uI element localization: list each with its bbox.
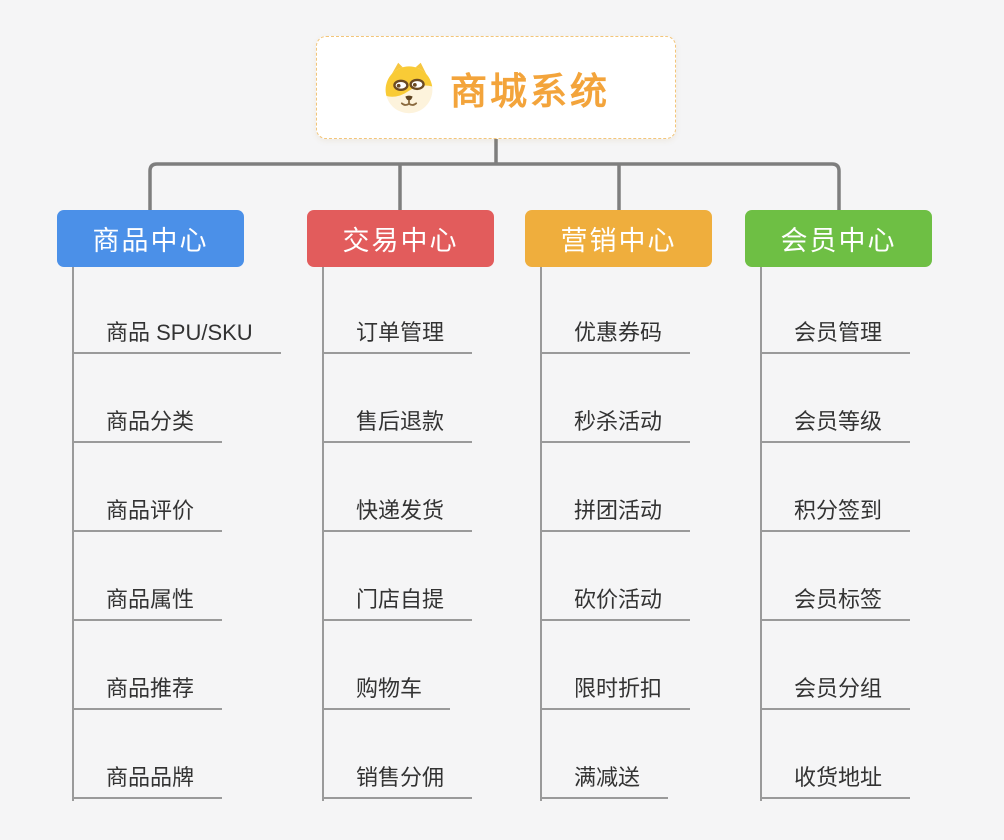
branch-item[interactable]: 优惠券码 [540,318,691,354]
branch-item[interactable]: 售后退款 [322,407,473,443]
branch-label: 交易中心 [342,226,459,256]
branch-item[interactable]: 订单管理 [322,318,473,354]
branch-item[interactable]: 限时折扣 [540,674,691,710]
branch-label: 会员中心 [780,226,897,256]
branch-item[interactable]: 商品 SPU/SKU [72,318,281,354]
branch-line [760,267,762,801]
branch-item[interactable]: 快递发货 [322,496,473,532]
branch-item[interactable]: 拼团活动 [540,496,691,532]
branch-item[interactable]: 满减送 [540,763,669,799]
branch-item[interactable]: 积分签到 [760,496,911,532]
branch-item[interactable]: 会员管理 [760,318,911,354]
branch-label: 商品中心 [92,226,209,256]
root-node[interactable]: 商城系统 [316,36,676,139]
branch-item[interactable]: 会员分组 [760,674,911,710]
branch-item[interactable]: 门店自提 [322,585,473,621]
branch-item[interactable]: 商品属性 [72,585,223,621]
root-title: 商城系统 [450,70,610,112]
branch-item[interactable]: 商品评价 [72,496,223,532]
branch-header-trade[interactable]: 交易中心 [307,210,494,267]
branch-item[interactable]: 购物车 [322,674,451,710]
branch-item[interactable]: 会员等级 [760,407,911,443]
doge-icon [382,61,436,115]
branch-item[interactable]: 砍价活动 [540,585,691,621]
branch-item[interactable]: 销售分佣 [322,763,473,799]
branch-group-member: 会员中心 会员管理 会员等级 积分签到 会员标签 会员分组 收货地址 [745,210,932,810]
branch-group-marketing: 营销中心 优惠券码 秒杀活动 拼团活动 砍价活动 限时折扣 满减送 [525,210,712,810]
branch-item[interactable]: 秒杀活动 [540,407,691,443]
branch-line [322,267,324,801]
branch-item[interactable]: 商品品牌 [72,763,223,799]
branch-header-product[interactable]: 商品中心 [57,210,244,267]
branch-line [72,267,74,801]
branch-group-product: 商品中心 商品 SPU/SKU 商品分类 商品评价 商品属性 商品推荐 商品品牌 [57,210,281,810]
branch-header-marketing[interactable]: 营销中心 [525,210,712,267]
branch-item[interactable]: 商品推荐 [72,674,223,710]
branch-item[interactable]: 会员标签 [760,585,911,621]
branch-header-member[interactable]: 会员中心 [745,210,932,267]
branch-label: 营销中心 [560,226,677,256]
branch-item[interactable]: 收货地址 [760,763,911,799]
branch-item[interactable]: 商品分类 [72,407,223,443]
branch-line [540,267,542,801]
branch-group-trade: 交易中心 订单管理 售后退款 快递发货 门店自提 购物车 销售分佣 [307,210,494,810]
